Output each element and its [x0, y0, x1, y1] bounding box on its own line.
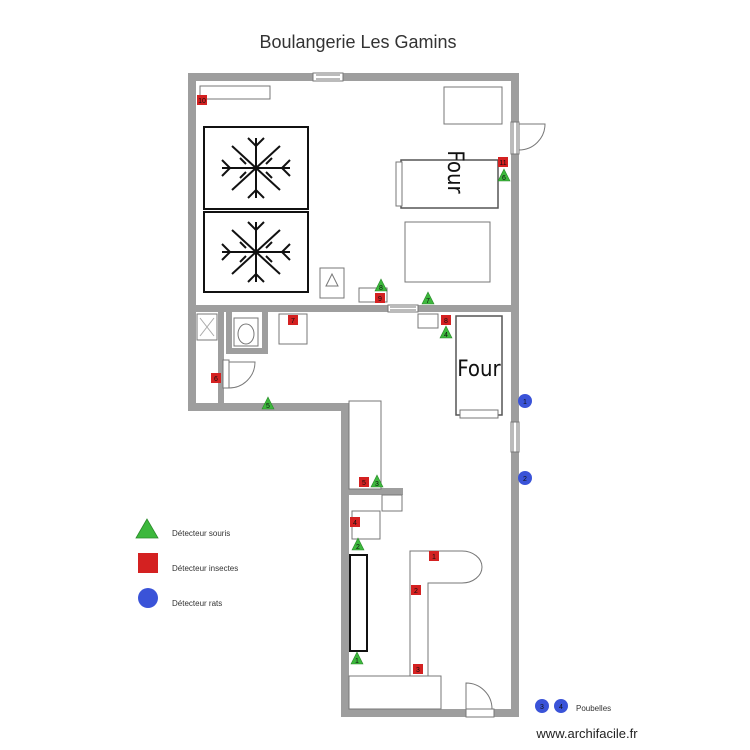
watermark: www.archifacile.fr [535, 726, 638, 741]
legend-poubelles-label: Poubelles [576, 704, 611, 713]
legend-rats-marker [138, 588, 158, 608]
insect-detector-marker: 8 [441, 315, 451, 325]
legend-rats-label: Détecteur rats [172, 599, 222, 608]
snowflake-icon [221, 221, 291, 283]
legend-insectes-marker [138, 553, 158, 573]
svg-text:5: 5 [266, 403, 270, 410]
svg-text:3: 3 [416, 667, 420, 674]
doors [222, 72, 546, 718]
insect-detector-marker: 9 [375, 293, 385, 303]
svg-text:3: 3 [540, 704, 544, 711]
plan-title: Boulangerie Les Gamins [259, 32, 456, 52]
mouse-detector-marker: 7 [421, 291, 435, 305]
svg-text:4: 4 [444, 332, 448, 339]
mouse-detector-marker: 3 [370, 474, 384, 488]
svg-text:4: 4 [559, 704, 563, 711]
mouse-detector-marker: 8 [374, 278, 388, 292]
mouse-detector-marker: 1 [350, 651, 364, 665]
svg-text:11: 11 [499, 160, 506, 167]
svg-text:6: 6 [502, 175, 506, 182]
rat-detector-marker: 4 [554, 699, 568, 713]
mouse-detector-marker: 5 [261, 396, 275, 410]
insect-detector-marker: 1 [429, 551, 439, 561]
svg-text:4: 4 [353, 520, 357, 527]
oven-label: Four [442, 150, 467, 194]
legend-souris-marker [135, 518, 159, 539]
insect-detector-marker: 6 [211, 373, 221, 383]
rat-detector-marker: 1 [518, 394, 532, 408]
insect-detector-marker: 10 [197, 95, 207, 105]
svg-text:7: 7 [426, 298, 430, 305]
svg-text:8: 8 [444, 318, 448, 325]
legend-souris-label: Détecteur souris [172, 529, 230, 538]
svg-text:3: 3 [375, 481, 379, 488]
svg-text:2: 2 [414, 588, 418, 595]
insect-detector-marker: 11 [498, 157, 508, 167]
freezer-units [203, 126, 309, 293]
svg-text:1: 1 [355, 658, 359, 665]
mouse-detector-marker: 2 [351, 537, 365, 551]
insect-detector-marker: 5 [359, 477, 369, 487]
snowflake-icon [221, 137, 291, 199]
legend-insectes-label: Détecteur insectes [172, 564, 238, 573]
rat-detector-marker: 2 [518, 471, 532, 485]
svg-text:7: 7 [291, 318, 295, 325]
insect-detector-marker: 7 [288, 315, 298, 325]
insect-detector-marker: 4 [350, 517, 360, 527]
insect-detector-marker: 2 [411, 585, 421, 595]
svg-text:2: 2 [356, 544, 360, 551]
oven-label: Four [457, 357, 501, 382]
insect-detector-marker: 3 [413, 664, 423, 674]
svg-text:2: 2 [523, 476, 527, 483]
svg-text:10: 10 [198, 98, 206, 105]
detector-markers: 6 5 8 7 4 3 2 1 10 11 9 7 8 6 5 4 1 2 3 1 2 3 4 [197, 95, 568, 713]
legend: Détecteur souris Détecteur insectes Déte… [135, 518, 611, 713]
mouse-detector-marker: 4 [439, 325, 453, 339]
svg-text:8: 8 [379, 285, 383, 292]
mouse-detector-marker: 6 [497, 168, 511, 182]
rat-detector-marker: 3 [535, 699, 549, 713]
svg-text:1: 1 [432, 554, 436, 561]
svg-text:1: 1 [523, 399, 527, 406]
furniture [196, 85, 503, 710]
svg-text:6: 6 [214, 376, 218, 383]
svg-text:5: 5 [362, 480, 366, 487]
svg-text:9: 9 [378, 296, 382, 303]
